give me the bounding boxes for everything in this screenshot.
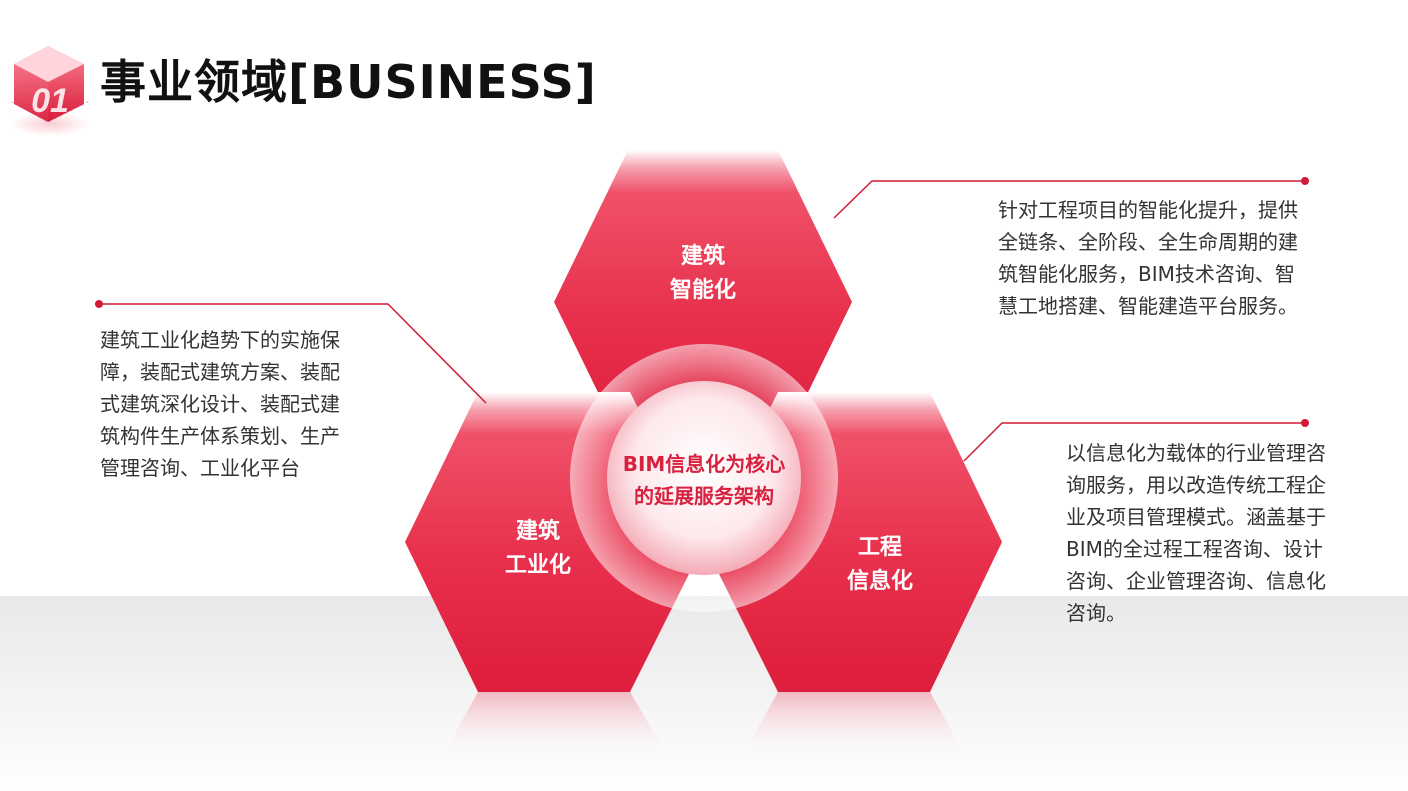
right-hexagon-reflection [740,692,968,760]
connector-bottom-right-dot [1301,419,1309,427]
badge-number: 01 [31,82,69,120]
center-circle [607,381,801,575]
hexagon-left-label-line2: 工业化 [504,553,571,578]
hexagon-left-label-line1: 建筑 [515,519,560,544]
description-left: 建筑工业化趋势下的实施保障，装配式建筑方案、装配式建筑深化设计、装配式建筑构件生… [100,328,340,480]
description-top-right: 针对工程项目的智能化提升，提供全链条、全阶段、全生命周期的建筑智能化服务，BIM… [998,198,1298,318]
hexagon-right-label-line1: 工程 [857,535,902,560]
center-label: BIM信息化为核心 的延展服务架构 [598,448,810,512]
hexagon-top-label-line1: 建筑 [680,244,725,269]
connector-top-right-dot [1301,177,1309,185]
description-bottom-right: 以信息化为载体的行业管理咨询服务，用以改造传统工程企业及项目管理模式。涵盖基于B… [1066,441,1326,625]
section-number-badge: 01 [10,46,90,136]
floor-background [0,596,1408,791]
center-label-line1: BIM信息化为核心 [622,452,786,476]
connector-left [99,303,487,404]
center-label-line2: 的延展服务架构 [634,484,774,508]
hexagon-top-label-line2: 智能化 [669,278,736,303]
hexagon-right-label: 工程 信息化 [830,531,930,599]
hexagon-top-label: 建筑 智能化 [653,240,753,308]
hexagon-right-label-line2: 信息化 [846,569,913,594]
hexagon-left-label: 建筑 工业化 [488,515,588,583]
left-hexagon-reflection [440,692,670,760]
connector-top-right [833,180,1305,219]
connector-left-dot [95,300,103,308]
connector-bottom-right [963,422,1305,462]
page-title: 事业领域[BUSINESS] [100,55,597,109]
